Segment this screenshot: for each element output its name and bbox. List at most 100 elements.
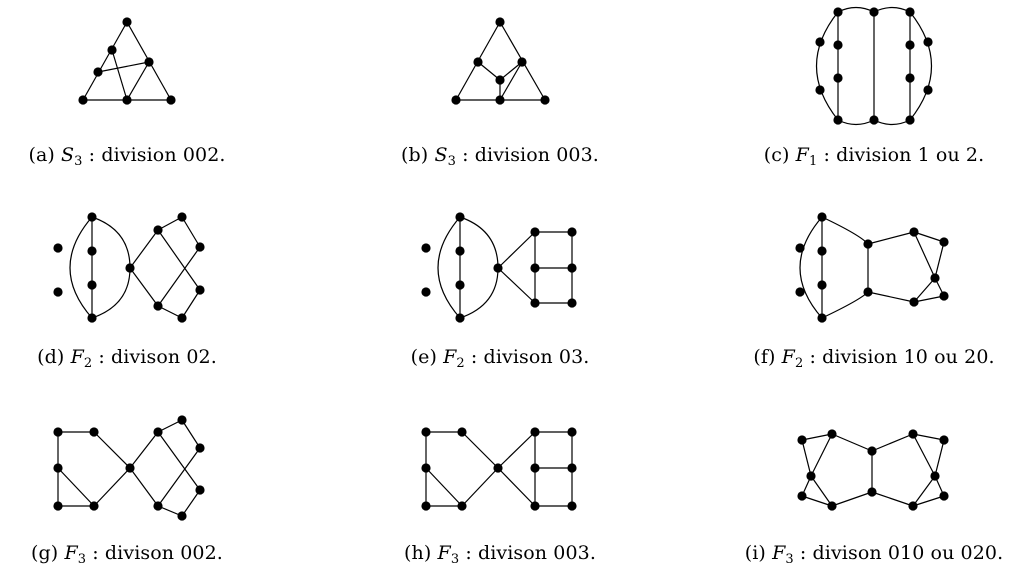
- vertex-g12: [153, 501, 163, 511]
- caption-f-text: : division 10 ou 20.: [803, 346, 995, 368]
- vertex-i12: [908, 501, 918, 511]
- vertex-g8: [177, 415, 187, 425]
- caption-i-symbol: F: [772, 542, 786, 564]
- vertex-h1: [421, 427, 431, 437]
- caption-e-text: : divison 03.: [464, 346, 590, 368]
- vertex-f3: [817, 280, 827, 290]
- vertex-f6: [795, 287, 805, 297]
- caption-g-index: 3: [77, 552, 87, 567]
- caption-b-label: (b): [401, 144, 429, 166]
- vertex-h4: [421, 501, 431, 511]
- vertex-g10: [195, 485, 205, 495]
- vertex-f10: [939, 237, 949, 247]
- caption-e-symbol: F: [443, 346, 457, 368]
- vertex-a2: [107, 45, 117, 55]
- graph-f: [795, 212, 949, 323]
- vertex-a6: [122, 95, 132, 105]
- caption-f-symbol: F: [781, 346, 795, 368]
- vertex-d9: [177, 212, 187, 222]
- vertex-i11: [939, 491, 949, 501]
- caption-h-text: : divison 003.: [459, 542, 596, 564]
- vertex-d12: [177, 313, 187, 323]
- vertex-d1: [87, 212, 97, 222]
- vertex-b7: [540, 95, 550, 105]
- vertex-g11: [177, 511, 187, 521]
- vertex-c6: [905, 115, 915, 125]
- vertex-d6: [53, 287, 63, 297]
- caption-c-index: 1: [808, 154, 818, 169]
- vertex-d7: [125, 263, 135, 273]
- vertex-g9: [195, 443, 205, 453]
- vertex-d3: [87, 280, 97, 290]
- caption-e-label: (e): [410, 346, 437, 368]
- vertex-h12: [567, 501, 577, 511]
- vertex-g1: [53, 427, 63, 437]
- vertex-d10: [195, 242, 205, 252]
- vertex-i4: [797, 491, 807, 501]
- caption-c-text: : division 1 ou 2.: [817, 144, 985, 166]
- caption-f: (f) F2 : division 10 ou 20.: [704, 346, 1028, 371]
- vertex-i3: [806, 471, 816, 481]
- vertex-d13: [153, 301, 163, 311]
- caption-c-symbol: F: [795, 144, 809, 166]
- vertex-c10: [923, 85, 933, 95]
- vertex-e12: [530, 298, 540, 308]
- caption-g-label: (g): [31, 542, 59, 564]
- vertex-f12: [939, 291, 949, 301]
- vertex-i1: [797, 435, 807, 445]
- vertex-f4: [817, 313, 827, 323]
- vertex-e5: [421, 243, 431, 253]
- vertex-h6: [493, 463, 503, 473]
- vertex-c14: [905, 73, 915, 83]
- vertex-g6: [125, 463, 135, 473]
- vertex-i8: [908, 429, 918, 439]
- vertex-i6: [867, 446, 877, 456]
- vertex-d8: [153, 225, 163, 235]
- vertex-c13: [905, 40, 915, 50]
- caption-c: (c) F1 : division 1 ou 2.: [704, 144, 1028, 169]
- vertex-g3: [53, 463, 63, 473]
- vertex-f7: [863, 239, 873, 249]
- caption-h-symbol: F: [437, 542, 451, 564]
- vertex-c12: [833, 73, 843, 83]
- vertex-b3: [517, 57, 527, 67]
- vertex-g7: [153, 427, 163, 437]
- caption-f-index: 2: [794, 356, 804, 371]
- vertex-g5: [89, 501, 99, 511]
- vertex-a7: [166, 95, 176, 105]
- vertex-e7: [493, 263, 503, 273]
- vertex-h2: [457, 427, 467, 437]
- caption-a-symbol: S: [61, 144, 75, 166]
- vertex-h8: [567, 427, 577, 437]
- vertex-d11: [195, 285, 205, 295]
- vertex-e9: [567, 227, 577, 237]
- caption-d-index: 2: [83, 356, 93, 371]
- vertex-e4: [455, 313, 465, 323]
- caption-i-label: (i): [744, 542, 766, 564]
- caption-h-label: (h): [404, 542, 432, 564]
- caption-b-index: 3: [447, 154, 456, 169]
- vertex-f5: [795, 243, 805, 253]
- vertex-d2: [87, 246, 97, 256]
- vertex-i5: [827, 501, 837, 511]
- caption-b: (b) S3 : division 003.: [330, 144, 670, 169]
- vertex-f9: [909, 227, 919, 237]
- vertex-h7: [530, 427, 540, 437]
- caption-g-symbol: F: [64, 542, 78, 564]
- vertex-i2: [827, 429, 837, 439]
- vertex-e11: [567, 263, 577, 273]
- vertex-c7: [815, 37, 825, 47]
- caption-i-text: : divison 010 ou 020.: [793, 542, 1004, 564]
- caption-e: (e) F2 : divison 03.: [330, 346, 670, 371]
- graph-b: [451, 17, 550, 105]
- vertex-c8: [815, 85, 825, 95]
- vertex-a3: [93, 67, 103, 77]
- caption-d: (d) F2 : divison 02.: [0, 346, 297, 371]
- vertex-i10: [930, 471, 940, 481]
- vertex-h11: [530, 501, 540, 511]
- caption-b-symbol: S: [434, 144, 448, 166]
- vertex-e6: [421, 287, 431, 297]
- caption-a-index: 3: [74, 154, 83, 169]
- caption-d-label: (d): [37, 346, 65, 368]
- vertex-f11: [930, 273, 940, 283]
